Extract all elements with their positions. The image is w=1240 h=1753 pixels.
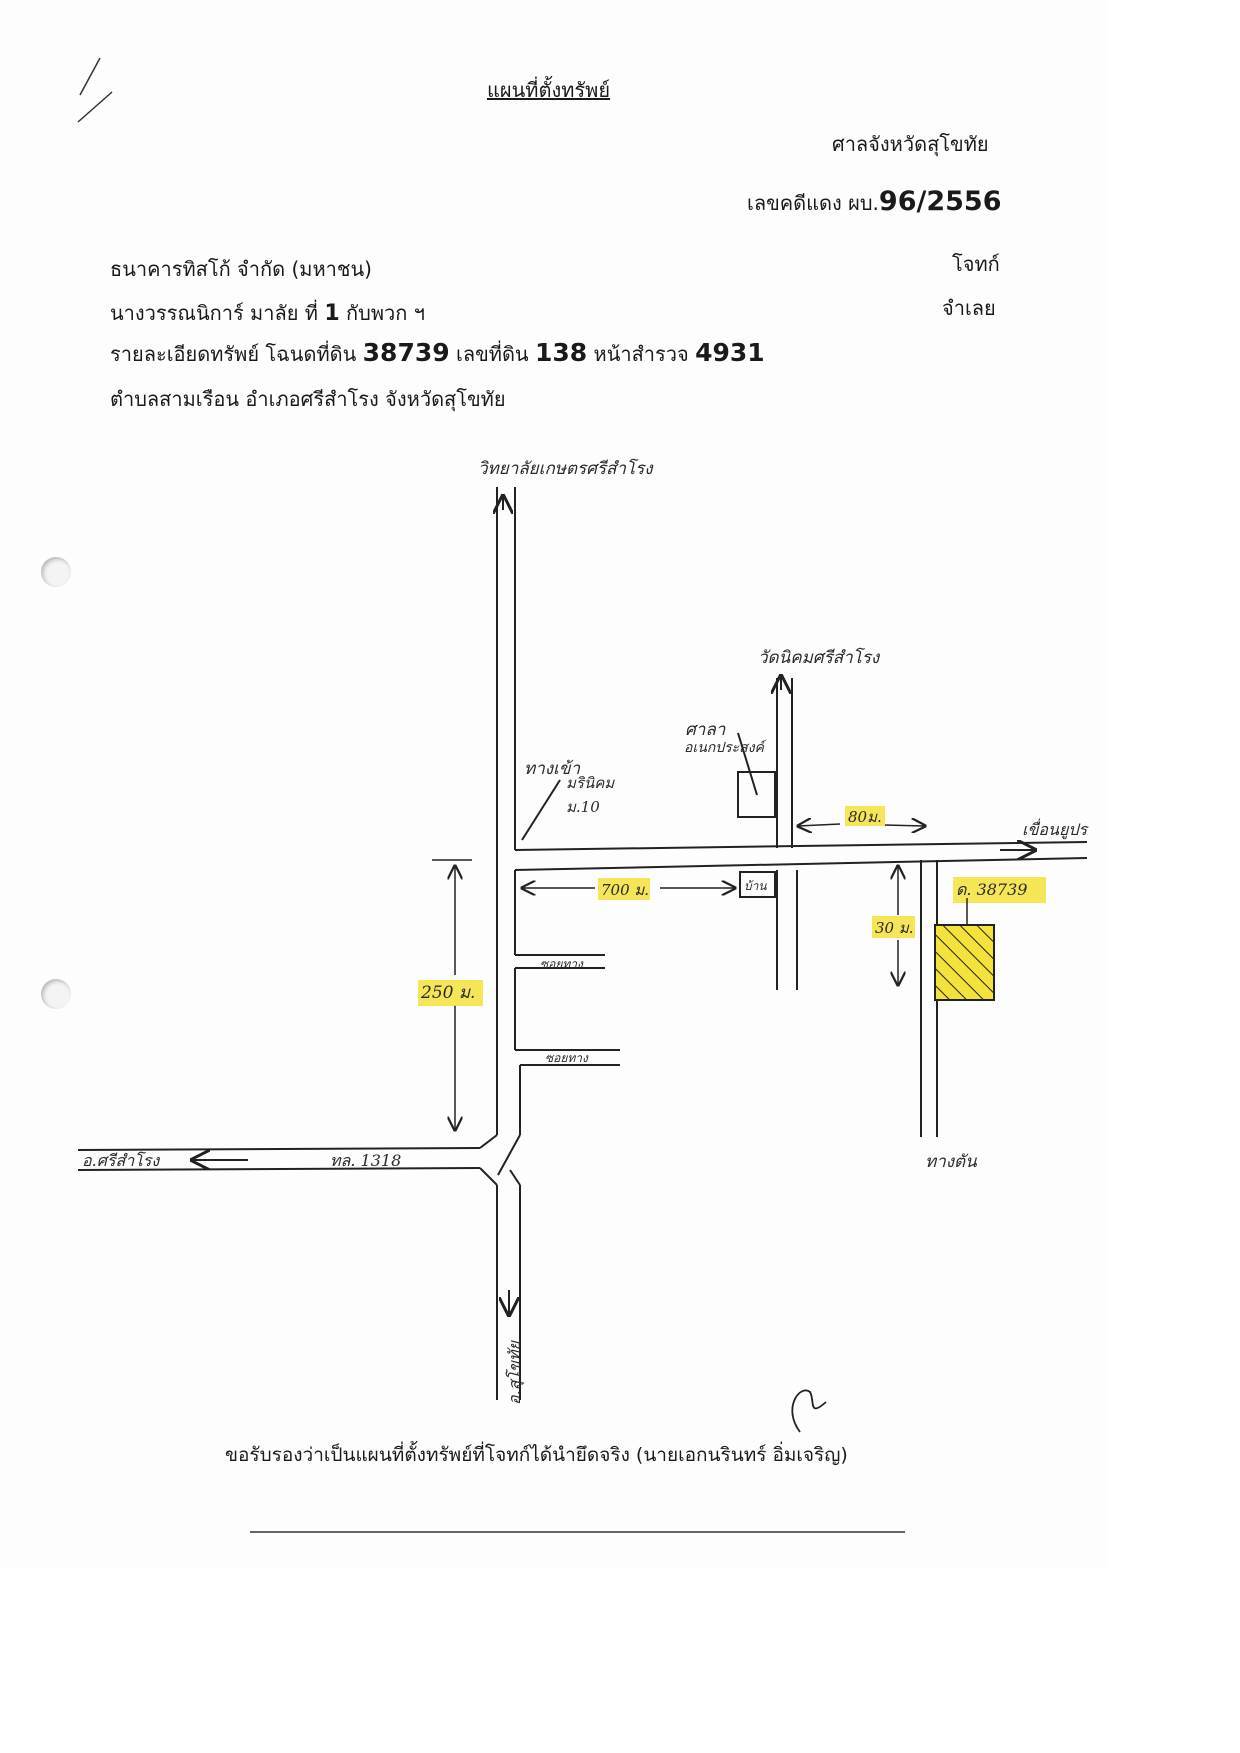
label-dist-30: 30 ม. — [875, 919, 914, 937]
entrance-pointer — [521, 779, 561, 841]
deed-number: 38739 — [362, 338, 450, 367]
highlight-dist-250 — [418, 980, 483, 1006]
highway-1318 — [77, 1147, 481, 1171]
certification-text: ขอรับรองว่าเป็นแผนที่ตั้งทรัพย์ที่โจทก์ไ… — [225, 1444, 848, 1466]
detail-label-1: รายละเอียดทรัพย์ โฉนดที่ดิน — [110, 342, 363, 366]
hall-building — [737, 732, 776, 818]
pen-marks — [77, 57, 113, 123]
label-lane-1: ซอยทาง — [540, 957, 584, 971]
highlight-deed-label — [953, 877, 1046, 903]
label-dist-700: 700 ม. — [601, 881, 649, 899]
defendant-number: 1 — [324, 301, 340, 326]
property-detail: รายละเอียดทรัพย์ โฉนดที่ดิน 38739 เลขที่… — [110, 338, 765, 370]
document-page: แผนที่ตั้งทรัพย์ ศาลจังหวัดสุโขทัย เลขคด… — [41, 57, 1090, 1533]
label-lane-2: ซอยทาง — [545, 1051, 589, 1065]
label-left-destination: อ.ศรีสำโรง — [82, 1151, 160, 1170]
detail-label-2: เลขที่ดิน — [449, 342, 535, 366]
punch-hole-bottom — [41, 979, 71, 1009]
label-temple: วัดนิคมศรีสำโรง — [758, 647, 881, 668]
plaintiff-role: โจทก์ — [952, 252, 1000, 276]
highlight-dist-700 — [598, 878, 650, 900]
property-plot — [934, 898, 995, 1001]
property-location: ตำบลสามเรือน อำเภอศรีสำโรง จังหวัดสุโขทั… — [110, 387, 506, 411]
label-bottom-destination: อ.สุโขทัย — [505, 1339, 525, 1405]
main-road — [479, 487, 521, 1400]
dimension-lines — [432, 824, 925, 1130]
label-right-road: เขื่อนยูปร — [1022, 818, 1089, 840]
label-deed: ด. 38739 — [956, 880, 1027, 899]
label-top-destination: วิทยาลัยเกษตรศรีสำโรง — [478, 458, 654, 479]
case-number-value: 96/2556 — [878, 186, 1002, 217]
highlights — [418, 806, 1046, 1006]
court-name: ศาลจังหวัดสุโขทัย — [832, 132, 989, 156]
label-dist-80: 80ม. — [848, 808, 882, 826]
temple-road — [777, 676, 798, 990]
plaintiff-name: ธนาคารทิสโก้ จำกัด (มหาชน) — [110, 257, 372, 281]
label-entrance-sub2: ม.10 — [566, 798, 600, 816]
highlight-dist-80 — [845, 806, 885, 826]
label-hall: ศาลา — [685, 720, 726, 740]
survey-page: 4931 — [695, 338, 765, 367]
case-number: เลขคดีแดง ผบ.96/2556 — [747, 186, 1002, 219]
label-hall-sub: อเนกประสงค์ — [684, 739, 767, 756]
east-road — [514, 842, 1088, 871]
lanes — [515, 954, 620, 1066]
case-prefix: เลขคดีแดง ผบ. — [747, 191, 879, 215]
property-map: วิทยาลัยเกษตรศรีสำโรง วัดนิคมศรีสำโรง ศา… — [77, 57, 1089, 1533]
house-box — [739, 871, 776, 898]
defendant-prefix: นางวรรณนิการ์ มาลัย ที่ — [110, 301, 325, 325]
detail-label-3: หน้าสำรวจ — [587, 342, 696, 366]
label-house: บ้าน — [744, 879, 767, 893]
defendant-role: จำเลย — [942, 296, 996, 320]
signature — [791, 1389, 827, 1433]
label-entrance-sub1: มรินิคม — [566, 774, 615, 792]
document-title: แผนที่ตั้งทรัพย์ — [487, 78, 611, 102]
land-number: 138 — [534, 338, 588, 367]
label-highway: ทล. 1318 — [330, 1151, 401, 1170]
punch-hole-top — [41, 557, 71, 587]
highlight-dist-30 — [872, 916, 915, 938]
label-entrance: ทางเข้า — [524, 759, 580, 779]
defendant-name: นางวรรณนิการ์ มาลัย ที่ 1 กับพวก ฯ — [110, 297, 425, 329]
defendant-suffix: กับพวก ฯ — [339, 301, 425, 325]
label-dist-250: 250 ม. — [420, 983, 475, 1003]
label-dead-end: ทางตัน — [925, 1152, 977, 1172]
